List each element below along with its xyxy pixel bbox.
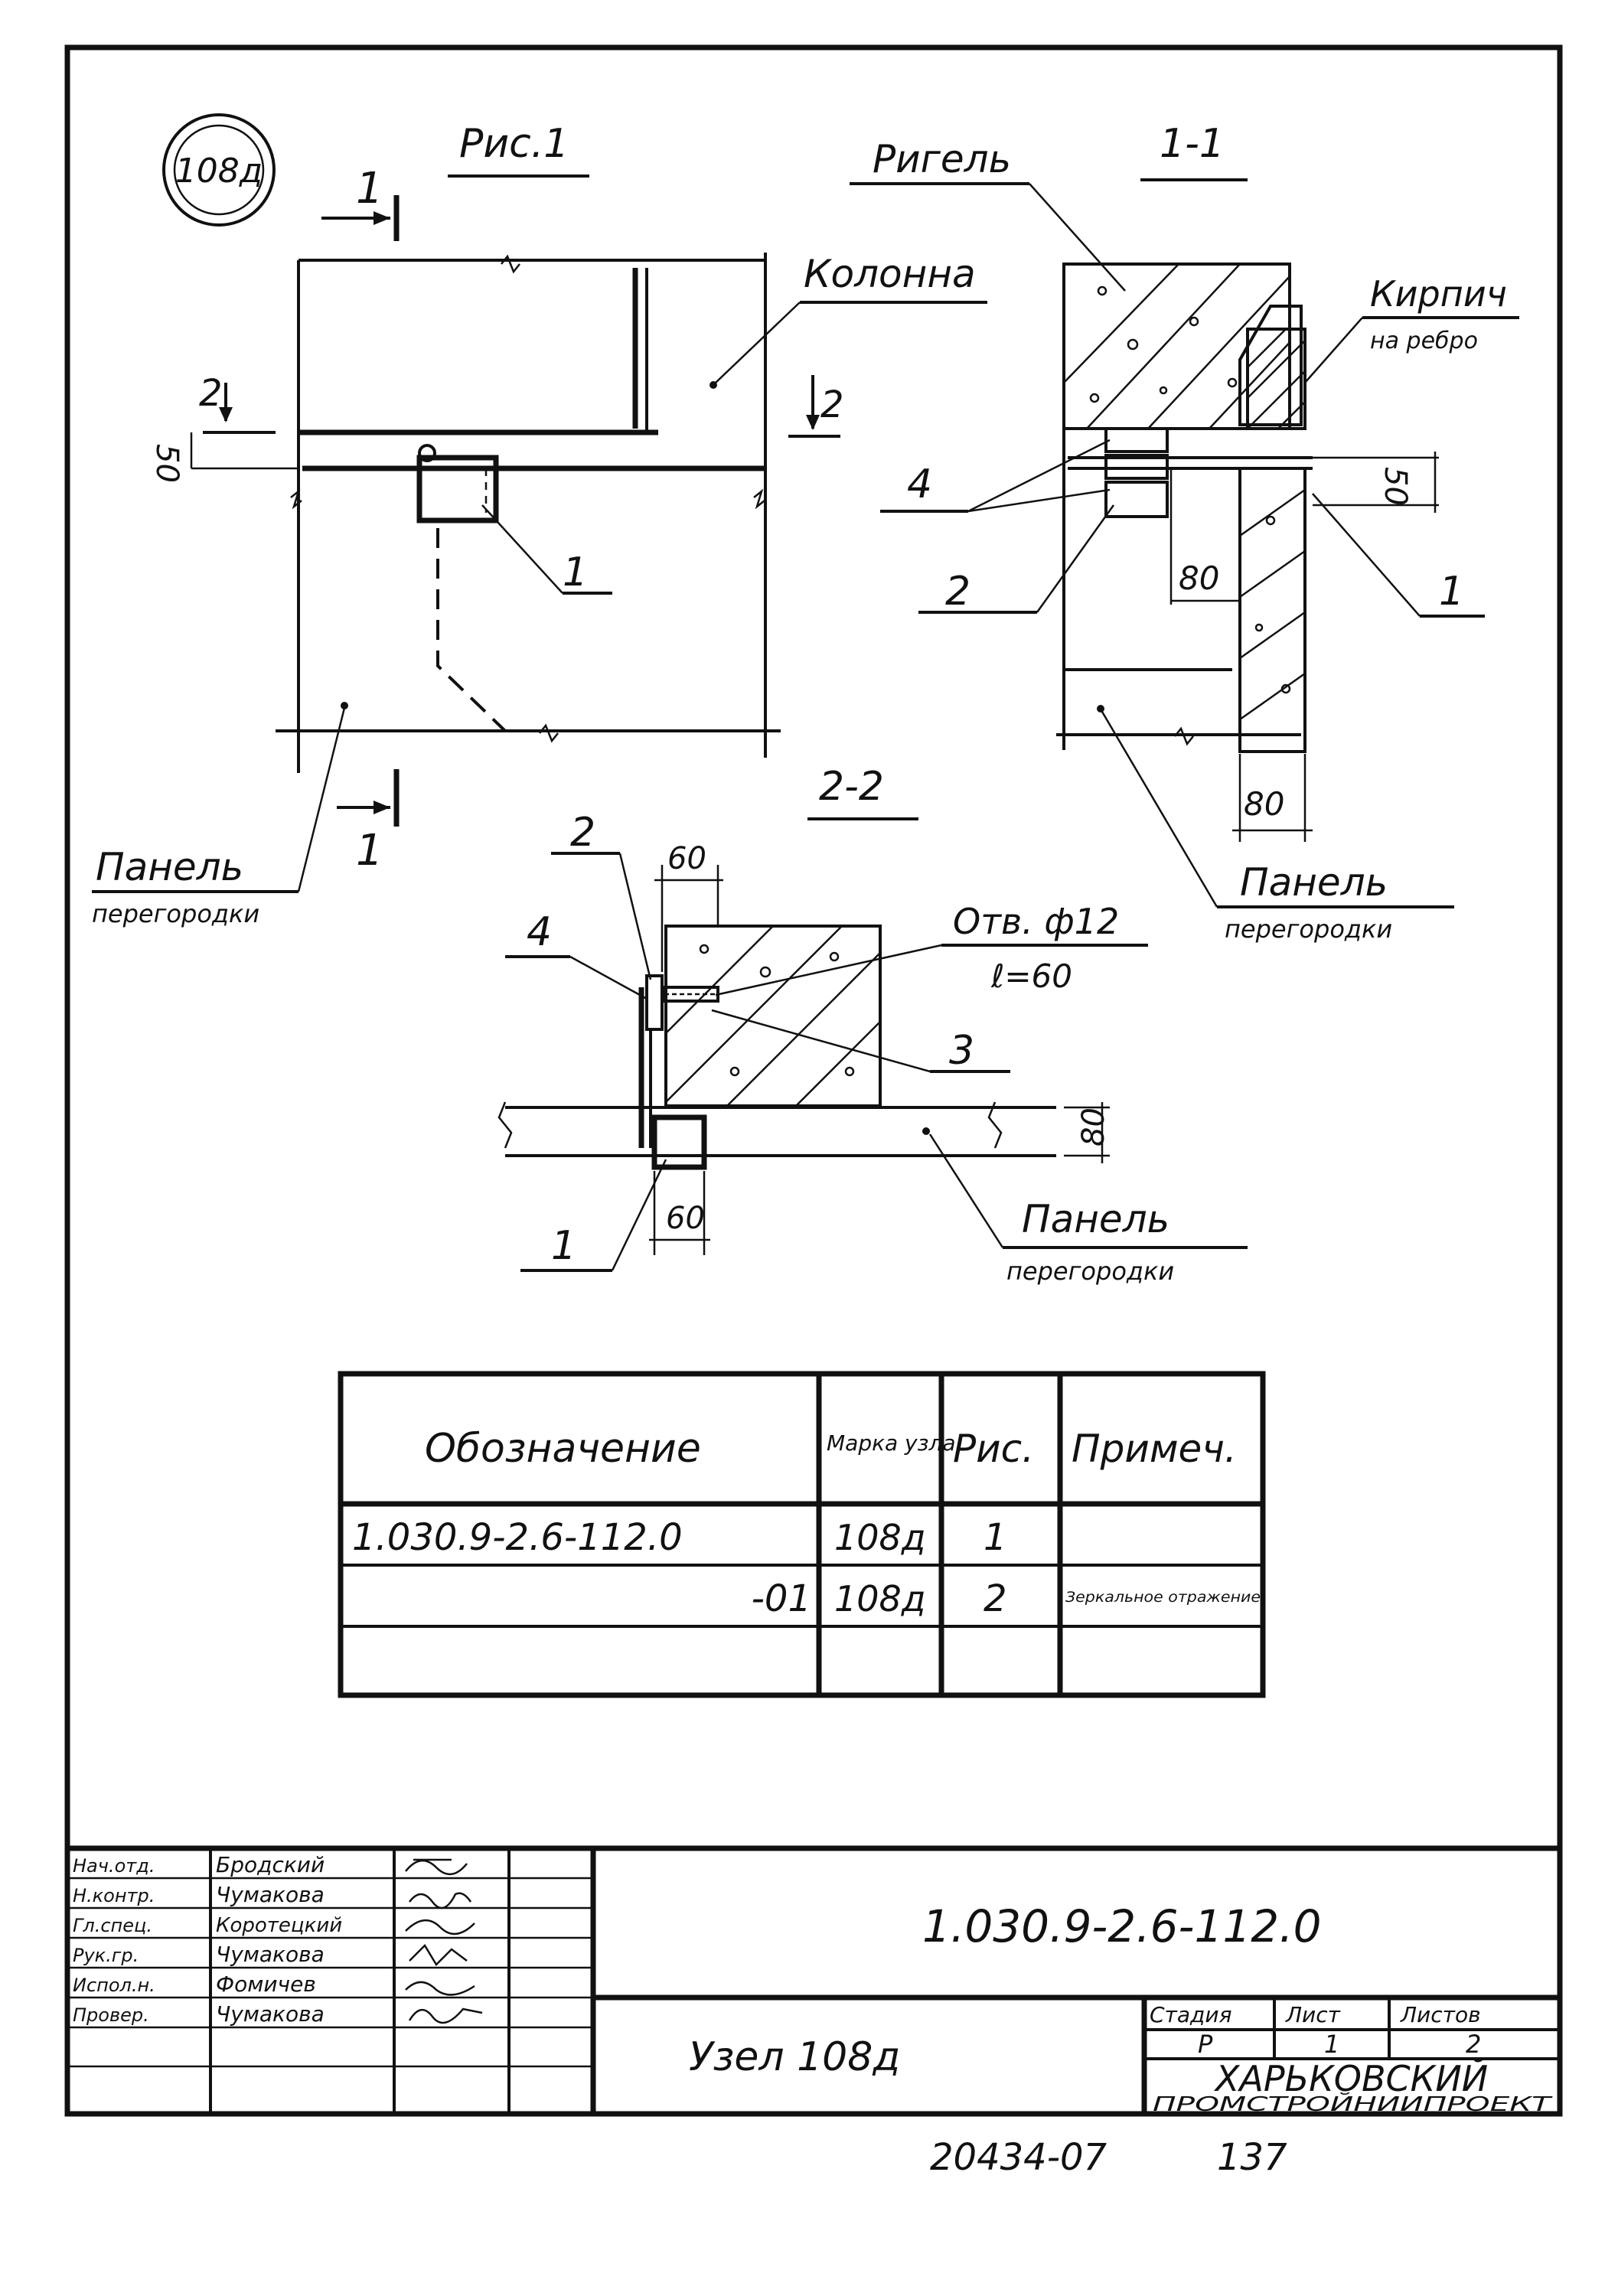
figure-1-dim-50: 50 [149,444,184,483]
node-badge: 108д [162,113,276,227]
section-2-2-callout-4: 4 [527,909,552,955]
section-1-1: 1-1 Ригель Кирп [850,121,1519,944]
spec-header-designation: Обозначение [425,1426,701,1472]
section-1-1-callout-1: 1 [1439,569,1464,615]
title-name-3: Коротецкий [216,1914,342,1937]
title-doc-number: 1.030.9-2.6-112.0 [922,1900,1322,1952]
section-2-2-dim-80: 80 [1076,1107,1111,1146]
title-stage-value: Р [1198,2030,1213,2059]
footer-archive-number: 20434-07 [930,2136,1107,2179]
section-1-1-label-panel-sub: перегородки [1225,915,1392,944]
title-block: Нач.отд. Н.контр. Гл.спец. Рук.гр. Испол… [67,1845,1560,2116]
signatures [405,1858,483,2024]
figure-1-section-mark-bottom: 1 [356,826,383,876]
section-2-2-dim-60-top: 60 [667,841,706,876]
brick [1246,328,1306,430]
section-1-1-panel [1238,467,1306,753]
section-2-2: 2-2 60 [497,764,1248,1286]
spec-cell-r1-mark: 108д [834,1517,926,1558]
title-name-2: Чумакова [216,1882,325,1907]
node-badge-text: 108д [175,152,263,191]
section-2-2-label-panel: Панель [1022,1197,1169,1241]
section-2-2-callout-1: 1 [551,1223,576,1269]
section-2-2-title: 2-2 [819,764,884,810]
spec-cell-r1-designation: 1.030.9-2.6-112.0 [352,1516,683,1559]
spec-cell-r2-designation: -01 [752,1577,811,1620]
title-role-2: Н.контр. [73,1885,155,1906]
footer-page-number: 137 [1217,2136,1287,2179]
section-1-1-label-brick: Кирпич [1370,273,1507,315]
section-1-1-dim-50: 50 [1378,467,1413,506]
title-role-3: Гл.спец. [73,1915,152,1936]
spec-cell-r1-figure: 1 [984,1516,1007,1559]
rigel-block [1062,263,1291,430]
spec-header-figure: Рис. [953,1427,1034,1471]
section-1-1-label-rigel: Ригель [873,137,1011,181]
section-2-2-hole-length: ℓ=60 [990,957,1072,995]
figure-1-label-panel-sub: перегородки [92,899,259,928]
section-1-1-callout-4: 4 [907,461,932,507]
section-2-2-label-panel-sub: перегородки [1006,1257,1174,1286]
spec-cell-r2-mark: 108д [834,1578,926,1619]
section-1-1-dim-80-bottom: 80 [1244,785,1284,823]
spec-cell-r2-notes: Зеркальное отражение [1065,1589,1261,1606]
title-role-4: Рук.гр. [73,1945,139,1966]
title-item-name: Узел 108д [689,2034,900,2080]
title-org-line2: Промстройниипроект [1153,2092,1553,2116]
section-2-2-column [664,925,882,1107]
title-sheets-label: Листов [1400,2002,1481,2027]
title-stage-label: Стадия [1150,2002,1231,2027]
figure-1-callout-1: 1 [563,550,588,595]
title-name-1: Бродский [216,1852,325,1877]
section-2-2-callout-2: 2 [570,810,595,856]
title-sheet-value: 1 [1324,2030,1339,2059]
spec-header-mark: Марка узла [827,1430,956,1456]
title-name-6: Чумакова [216,2001,325,2027]
title-sheet-label: Лист [1285,2002,1341,2027]
title-role-5: Испол.н. [73,1975,155,1996]
section-1-1-callout-2: 2 [945,569,970,615]
figure-1-cut-left: 2 [199,372,223,415]
spec-header-notes: Примеч. [1072,1427,1237,1471]
figure-1-section-mark-top: 1 [356,164,383,214]
figure-1-label-panel: Панель [96,845,243,889]
spec-cell-r2-figure: 2 [984,1577,1007,1620]
section-1-1-label-panel: Панель [1240,860,1388,905]
section-1-1-title: 1-1 [1160,121,1225,167]
section-1-1-label-brick-sub: на ребро [1370,328,1478,354]
title-name-4: Чумакова [216,1942,325,1967]
spec-table: Обозначение Марка узла Рис. Примеч. 1.03… [338,1371,1266,1698]
sheet-frame [64,44,1563,2117]
title-name-5: Фомичев [216,1971,316,1997]
title-org-line1: Харьковский [1214,2058,1488,2099]
figure-1-label-column: Колонна [804,252,976,296]
section-2-2-callout-3: 3 [949,1028,974,1074]
figure-1-title: Рис.1 [459,121,569,167]
title-role-1: Нач.отд. [73,1855,155,1877]
section-2-2-hole-spec: Отв. ф12 [953,901,1119,942]
figure-1: Рис.1 1 1 2 [92,121,987,928]
title-role-6: Провер. [73,2004,149,2026]
section-1-1-dim-80-inner: 80 [1179,559,1219,597]
figure-1-cut-right: 2 [820,383,844,426]
title-sheets-value: 2 [1466,2030,1481,2059]
section-2-2-dim-60-bottom: 60 [666,1201,705,1236]
